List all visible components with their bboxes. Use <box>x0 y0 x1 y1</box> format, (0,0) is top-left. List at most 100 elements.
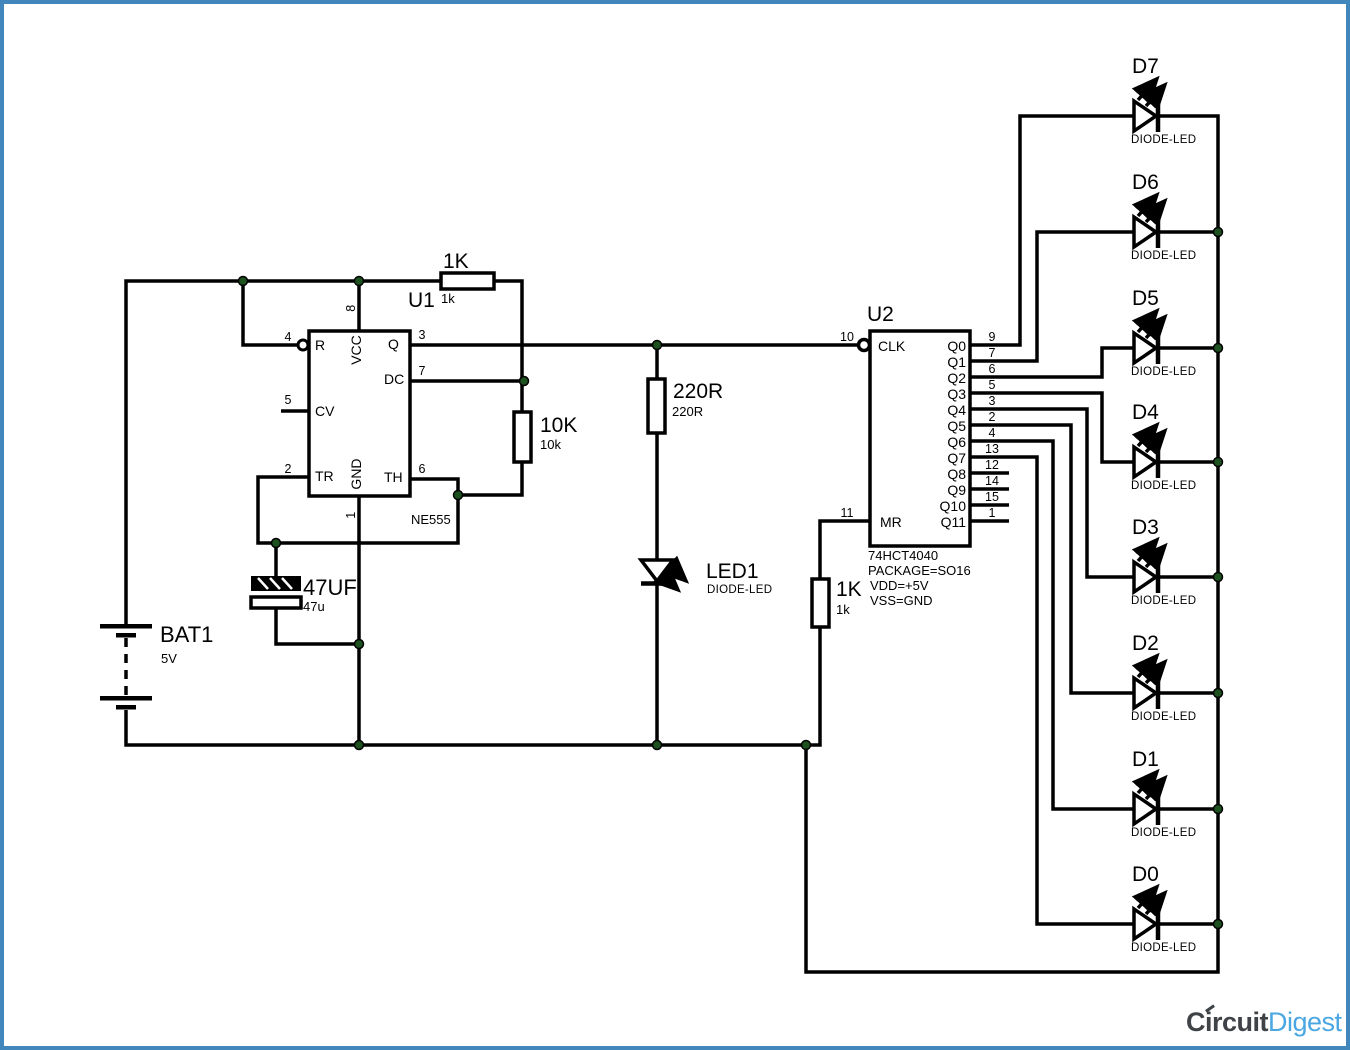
capacitor-value-small: 47u <box>303 599 325 614</box>
u1-part: NE555 <box>411 512 451 527</box>
net-led-cathode-bus <box>804 114 1220 974</box>
u1-pin-th-label: TH <box>384 469 403 485</box>
circuitdigest-logo: CircuitDigest <box>1186 1007 1342 1038</box>
u2-attr-package: PACKAGE=SO16 <box>868 563 971 578</box>
u1-pin-6-number: 6 <box>418 462 426 476</box>
led-d7-type: DIODE-LED <box>1131 134 1197 146</box>
u2-pin-clk-label: CLK <box>878 338 906 354</box>
wires <box>124 114 1220 974</box>
components <box>100 81 1163 940</box>
junction-dot <box>1212 687 1224 699</box>
u1-ref: U1 <box>408 289 435 312</box>
led-d2-symbol-icon <box>1134 658 1163 709</box>
u2-pin-4-number: 4 <box>988 426 996 440</box>
net-q-stubs <box>970 471 1009 523</box>
junction-dot <box>651 739 663 751</box>
led1-ref: LED1 <box>706 560 759 583</box>
u2-pin-3-number: 3 <box>988 394 996 408</box>
led-d2-type: DIODE-LED <box>1131 711 1197 723</box>
junction-dot <box>270 537 282 549</box>
r1-value-small: 1k <box>441 291 455 306</box>
resistor-r3-body <box>646 377 667 435</box>
u2-attr-vdd: VDD=+5V <box>870 578 929 593</box>
led-d5-name: D5 <box>1132 287 1159 310</box>
u2-pin-q6-label: Q6 <box>947 434 966 450</box>
u1-pin-dc-label: DC <box>384 371 405 387</box>
led-d2-name: D2 <box>1132 632 1159 655</box>
u1-pin-8-number: 8 <box>343 304 358 312</box>
u2-pin-7-number: 7 <box>988 346 996 360</box>
net-supply-rail <box>124 279 524 624</box>
net-mr <box>818 519 870 579</box>
capacitor-symbol-icon <box>249 576 303 610</box>
u2-pin-q9-label: Q9 <box>947 482 966 498</box>
led-d7-name: D7 <box>1132 55 1159 78</box>
u2-pin-q1-label: Q1 <box>947 354 966 370</box>
u1-body <box>307 329 412 498</box>
junction-dot <box>651 339 663 351</box>
u2-pin-q0-label: Q0 <box>947 338 966 354</box>
led-d0-type: DIODE-LED <box>1131 942 1197 954</box>
u1-pin-gnd-label: GND <box>348 458 364 490</box>
junction-dot <box>800 739 812 751</box>
u2-pin-15-number: 15 <box>985 490 999 504</box>
u2-attr-vss: VSS=GND <box>870 593 933 608</box>
net-555-dc <box>410 379 524 412</box>
u2-pin-q3-label: Q3 <box>947 386 966 402</box>
u1-pin-cv-label: CV <box>315 403 335 419</box>
u2-pin-6-number: 6 <box>988 362 996 376</box>
u2-pin-q7-label: Q7 <box>947 450 966 466</box>
u2-pin-11-number: 11 <box>840 506 854 520</box>
net-q1 <box>970 230 1134 363</box>
r2-value: 10K <box>540 414 578 437</box>
battery-symbol-icon <box>100 624 152 710</box>
led-d4-name: D4 <box>1132 401 1159 424</box>
u2-pin-q11-label: Q11 <box>940 514 966 530</box>
led-d6-symbol-icon <box>1134 197 1163 248</box>
capacitor-value: 47UF <box>303 575 357 600</box>
battery-ref: BAT1 <box>160 622 214 647</box>
u2-pin-12-number: 12 <box>985 458 999 472</box>
led-d5-symbol-icon <box>1134 313 1163 364</box>
resistor-r4-body <box>810 577 831 629</box>
u2-pin-q8-label: Q8 <box>947 466 966 482</box>
junction-dot <box>1212 456 1224 468</box>
u1-pin-r-label: R <box>315 337 326 353</box>
r1-value: 1K <box>443 250 469 273</box>
r4-value: 1K <box>836 578 862 601</box>
led-d6-type: DIODE-LED <box>1131 250 1197 262</box>
r3-value: 220R <box>673 380 724 403</box>
net-ground <box>124 496 822 747</box>
resistor-r1-body <box>439 271 496 291</box>
net-q2 <box>970 346 1134 379</box>
u2-pin-q4-label: Q4 <box>947 402 966 418</box>
led-d3-name: D3 <box>1132 516 1159 539</box>
logo-circuit-text: Circuit <box>1186 1007 1269 1037</box>
junction-dot <box>1212 226 1224 238</box>
u2-pin-10-number: 10 <box>840 330 854 344</box>
net-q6 <box>970 439 1134 811</box>
junction-dot <box>237 275 249 287</box>
led-d6-name: D6 <box>1132 171 1159 194</box>
u2-pin-5-number: 5 <box>988 378 996 392</box>
junction-dot <box>1212 342 1224 354</box>
u2-ref: U2 <box>867 303 894 326</box>
net-555-th-tr <box>256 462 524 576</box>
junction-dot <box>452 489 464 501</box>
led-d4-symbol-icon <box>1134 427 1163 478</box>
led-d7-symbol-icon <box>1134 81 1163 132</box>
u2-body <box>868 329 972 548</box>
net-q7 <box>970 455 1134 926</box>
led-d3-type: DIODE-LED <box>1131 595 1197 607</box>
r2-value-small: 10k <box>540 437 561 452</box>
u1-pin-7-number: 7 <box>418 364 426 378</box>
r4-value-small: 1k <box>836 602 850 617</box>
u2-pin-13-number: 13 <box>985 442 999 456</box>
led-d3-symbol-icon <box>1134 542 1163 593</box>
u2-pin-2-number: 2 <box>988 410 996 424</box>
u1-pin-vcc-label: VCC <box>348 335 364 365</box>
u2-part: 74HCT4040 <box>868 548 939 563</box>
u2-clk-bubble-icon <box>856 337 872 353</box>
r3-value-small: 220R <box>672 404 704 419</box>
led-d1-type: DIODE-LED <box>1131 827 1197 839</box>
